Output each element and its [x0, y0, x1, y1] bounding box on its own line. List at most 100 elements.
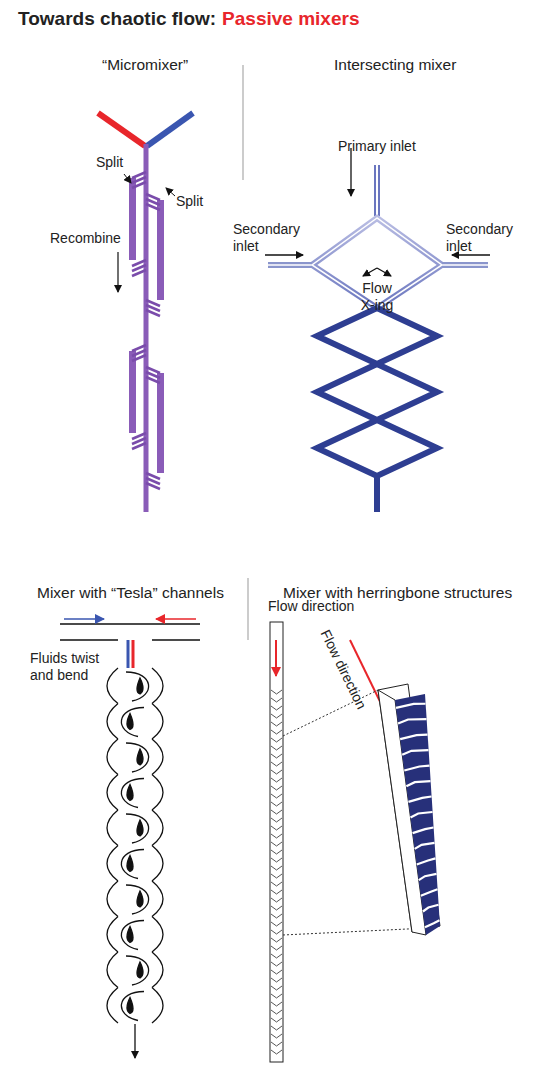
hatch: [132, 355, 146, 361]
part-label: Recombine: [50, 230, 121, 247]
tesla-wall: [107, 704, 118, 740]
chevron: [271, 706, 282, 710]
tesla-island: [127, 927, 133, 943]
chevron: [271, 858, 282, 862]
tesla-island: [137, 820, 143, 836]
tesla-wall: [107, 668, 118, 704]
hatch: [146, 204, 160, 210]
hatch: [146, 310, 160, 316]
chevron: [271, 746, 282, 750]
tesla-wall: [107, 739, 118, 775]
tesla-island: [137, 678, 143, 694]
chevron: [271, 882, 282, 886]
tesla-wall: [152, 775, 163, 811]
intersecting-mixer: [265, 148, 490, 512]
tesla-island: [127, 785, 133, 801]
chevron: [271, 818, 282, 822]
part-label: Split: [96, 154, 123, 171]
tesla-loop: [121, 992, 144, 1021]
chevron: [271, 778, 282, 782]
tesla-island: [137, 749, 143, 765]
chevron: [271, 690, 282, 694]
tesla-wall: [107, 988, 118, 1024]
chevron: [271, 978, 282, 982]
chevron: [271, 1002, 282, 1006]
part-label: Primary inlet: [338, 138, 416, 155]
chevron: [271, 994, 282, 998]
hatch: [132, 182, 146, 188]
tesla-wall: [152, 917, 163, 953]
chevron: [271, 866, 282, 870]
groove: [406, 781, 430, 786]
chevron: [271, 1042, 282, 1046]
tesla-wall: [107, 810, 118, 846]
groove: [404, 766, 429, 771]
tesla-loop: [121, 708, 144, 737]
tesla-wall: [107, 952, 118, 988]
tesla-loop: [126, 743, 149, 772]
tesla-loop: [121, 921, 144, 950]
tesla-wall: [152, 704, 163, 740]
chevron: [271, 1026, 282, 1030]
chevron: [271, 906, 282, 910]
divider: [243, 65, 244, 180]
chevron: [271, 786, 282, 790]
chevron: [271, 946, 282, 950]
tesla-island: [137, 891, 143, 907]
hatch: [132, 270, 146, 276]
part-label: Flow direction: [268, 598, 354, 615]
chevron: [271, 1010, 282, 1014]
tesla-wall: [152, 952, 163, 988]
groove: [396, 704, 425, 708]
chevron: [271, 754, 282, 758]
chevron: [271, 874, 282, 878]
tesla-loop: [126, 885, 149, 914]
chevron: [271, 850, 282, 854]
groove: [400, 735, 427, 740]
split-channel: [157, 373, 164, 473]
chevron: [271, 722, 282, 726]
micromixer: [98, 113, 193, 512]
tesla-island: [127, 856, 133, 872]
groove: [421, 889, 438, 896]
tesla-island: [127, 714, 133, 730]
tesla-loop: [126, 814, 149, 843]
herringbone-mixer: [270, 622, 440, 1062]
groove: [415, 843, 435, 849]
tesla-wall: [152, 988, 163, 1024]
chevron: [271, 826, 282, 830]
groove: [402, 750, 428, 755]
tesla-wall: [107, 917, 118, 953]
tesla-wall: [107, 846, 118, 882]
hatch: [132, 443, 146, 449]
chevron: [271, 890, 282, 894]
tesla-loop: [126, 672, 149, 701]
chevron: [271, 962, 282, 966]
chevron: [271, 714, 282, 718]
chevron: [271, 842, 282, 846]
chevron: [271, 794, 282, 798]
chevron: [271, 810, 282, 814]
tesla-island: [127, 998, 133, 1014]
split-channel: [157, 200, 164, 300]
tesla-wall: [107, 775, 118, 811]
title-highlight: Passive mixers: [222, 8, 359, 31]
chevron: [271, 914, 282, 918]
tesla-wall: [152, 739, 163, 775]
chevron: [271, 938, 282, 942]
chevron: [271, 986, 282, 990]
groove: [419, 874, 437, 880]
chevron: [271, 954, 282, 958]
section-title: Intersecting mixer: [334, 56, 456, 75]
part-label: Flow direction: [317, 627, 370, 712]
groove: [398, 719, 426, 723]
groove: [423, 905, 439, 912]
tesla-wall: [152, 846, 163, 882]
tesla-mixer: [60, 619, 200, 1058]
chevron: [271, 898, 282, 902]
title: Towards chaotic flow:: [18, 8, 216, 31]
part-label: Secondary inlet: [446, 221, 518, 255]
tesla-wall: [152, 881, 163, 917]
part-label: Split: [176, 193, 203, 210]
chevron: [271, 802, 282, 806]
